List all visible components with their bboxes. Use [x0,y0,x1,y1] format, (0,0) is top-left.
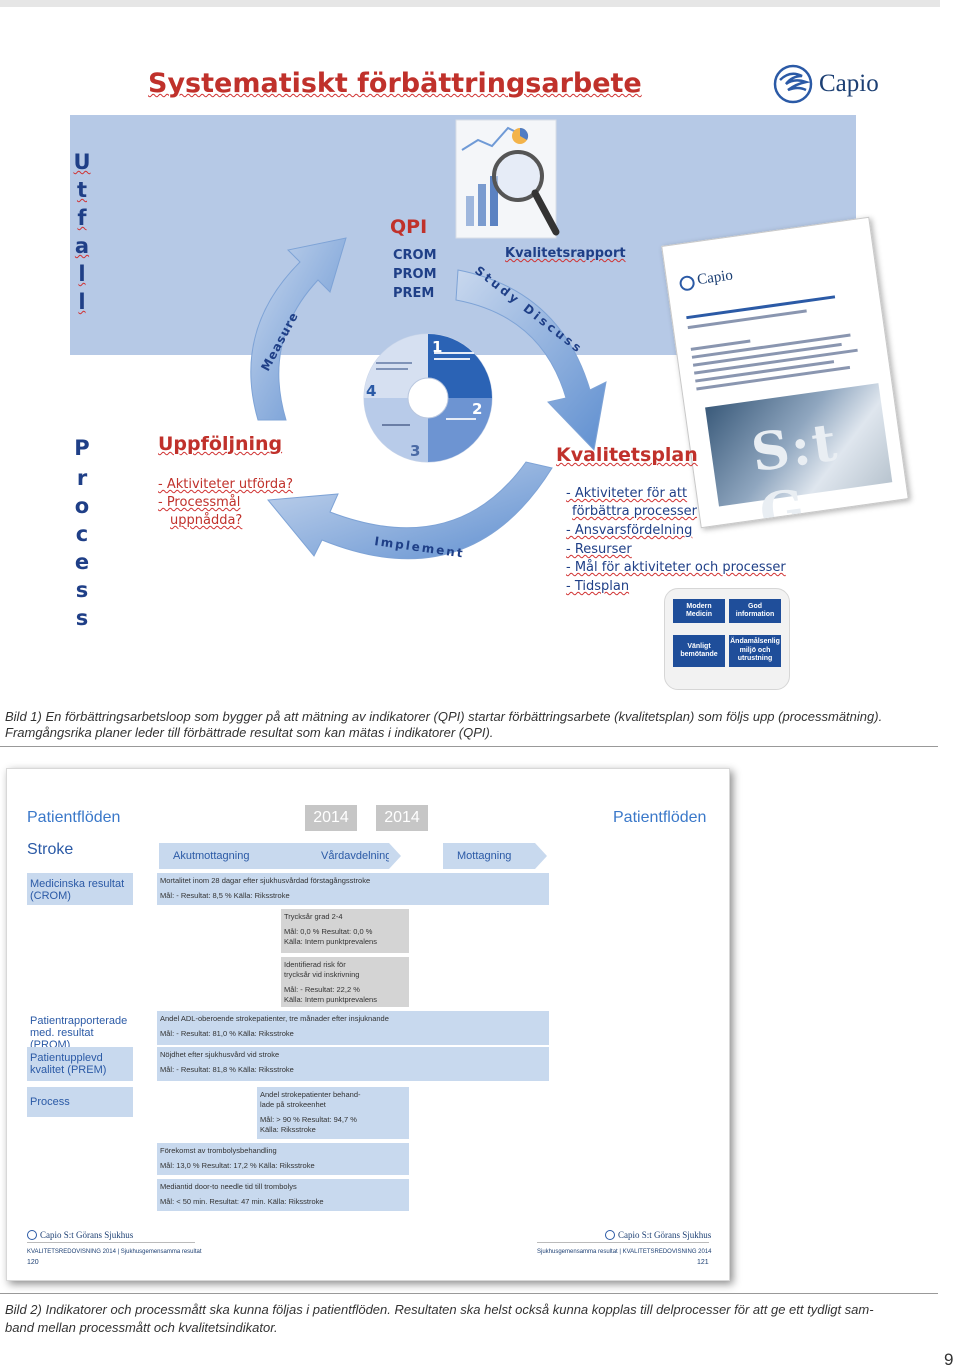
caption-2-line-1: Bild 2) Indikatorer och processmått ska … [5,1302,874,1317]
utfall-letter: a [74,234,90,258]
measure-arrow [250,237,347,421]
uppfoljning-bullet: - Processmål [158,495,241,510]
qpi-item-prom: PROM [393,267,437,282]
kvalitetsplan-bullet: - Ansvarsfördelning [566,523,693,538]
row-label-prem: Patientupplevd kvalitet (PREM) [27,1047,133,1081]
footer-text-left: KVALITETSREDOVISNING 2014 | Sjukhusgemen… [27,1249,202,1255]
caption-1-rule [0,746,938,747]
process-letter: o [74,494,90,518]
wheel-number-2: 2 [472,400,482,418]
row-label-crom: Medicinska resultat (CROM) [27,873,133,905]
kvalitetsplan-bullet: förbättra processer [572,504,698,519]
capio-logo-mark [773,64,813,104]
top-rule [0,0,940,7]
utfall-letter: t [76,178,88,202]
wheel-number-3: 3 [410,442,420,460]
caption-1-line-1: Bild 1) En förbättringsarbetsloop som by… [5,709,883,724]
tile-god-information: God information [729,599,781,623]
utfall-letter: U [73,150,91,174]
kvalitetsplan-bullet: - Tidsplan [566,579,630,594]
patientfloden-left: Patientflöden [27,809,121,826]
kvalitetsplan-bullet: - Mål för aktiviteter och processer [566,560,786,575]
phase-akutmottagning: Akutmottagning [159,843,389,869]
capio-logo-text: Capio [819,70,879,97]
page-number-right: 121 [697,1259,709,1266]
page-number: 9 [944,1350,954,1369]
magnifier-chart-image [455,119,560,239]
qpi-item-crom: CROM [393,248,437,263]
caption-2-line-2: band mellan processmått och kvalitetsind… [5,1320,278,1335]
wheel-number-1: 1 [432,338,442,356]
caption-1-line-2: Framgångsrika planer leder till förbättr… [5,725,494,740]
uppfoljning-title: Uppföljning [158,433,283,455]
phase-vardavdelning: Vårdavdelning [321,850,392,862]
report-cover-image: Capio S:t G [661,216,909,529]
footer-rule-right [537,1242,709,1243]
footer-text-right: Sjukhusgemensamma resultat | KVALITETSRE… [537,1249,712,1255]
wheel-number-4: 4 [366,382,376,400]
process-letter: r [76,466,88,490]
indicator-strokeenhet: Andel strokepatienter behand-lade på str… [257,1087,409,1139]
year-right: 2014 [376,805,428,831]
uppfoljning-bullet: uppnådda? [170,513,243,528]
qpi-title: QPI [390,216,428,238]
slide-title: Systematiskt förbättringsarbete [148,68,642,99]
study-arrow [455,269,607,452]
row-label-process: Process [27,1087,133,1117]
patientfloden-right: Patientflöden [613,809,707,826]
footer-logo-right: Capio S:t Görans Sjukhus [605,1230,711,1240]
stroke-label: Stroke [27,841,74,858]
qpi-item-prem: PREM [393,286,435,301]
process-letter: s [75,578,89,602]
report-text-line [687,309,807,330]
year-left: 2014 [305,805,357,831]
cycle-diagram: 1 2 3 4 Measure Study Discuss Implement [250,119,607,561]
report-photo: S:t G [705,383,893,528]
phase-arrow [535,843,547,869]
caption-2-rule [0,1293,938,1294]
page-number-left: 120 [27,1259,39,1266]
tile-andamalsenlig-miljo: Ändamålsenlig miljö och utrustning [729,635,781,667]
footer-rule-left [27,1242,195,1243]
report-logo-text: Capio [696,267,734,289]
indicator-adl-oberoende: Andel ADL-oberoende strokepatienter, tre… [157,1011,549,1045]
quality-tiles-box: Modern Medicin God information Vänligt b… [664,588,790,690]
tile-vanligt-bemotande: Vänligt bemötande [673,635,725,667]
kvalitetsplan-title: Kvalitetsplan [556,444,698,466]
utfall-letter: l [78,290,86,314]
tile-modern-medicin: Modern Medicin [673,599,725,623]
utfall-letter: l [78,262,86,286]
kvalitetsrapport-label: Kvalitetsrapport [505,246,626,261]
center-wheel [363,333,493,463]
process-letter: s [75,606,89,630]
process-letter: c [75,522,89,546]
capio-logo: Capio [772,64,892,104]
implement-arrow [267,461,553,560]
phase-arrow [389,843,401,869]
phase-mottagning: Mottagning [443,843,535,869]
indicator-mortalitet: Mortalitet inom 28 dagar efter sjukhusvå… [157,873,549,905]
kvalitetsplan-bullet: - Resurser [566,542,632,557]
footer-logo-left: Capio S:t Görans Sjukhus [27,1230,133,1240]
process-letter: e [74,550,90,574]
indicator-door-to-needle: Mediantid door-to needle tid till trombo… [157,1179,409,1211]
utfall-letter: f [77,206,87,230]
patientfloden-spread: Patientflöden Patientflöden 2014 2014 St… [6,768,730,1281]
uppfoljning-bullet: - Aktiviteter utförda? [158,477,294,492]
report-logo-mark [678,274,696,292]
row-label-prom: Patientrapporterade med. resultat (PROM) [27,1011,133,1051]
kvalitetsplan-bullet: - Aktiviteter för att [566,486,688,501]
process-letter: P [74,436,90,460]
